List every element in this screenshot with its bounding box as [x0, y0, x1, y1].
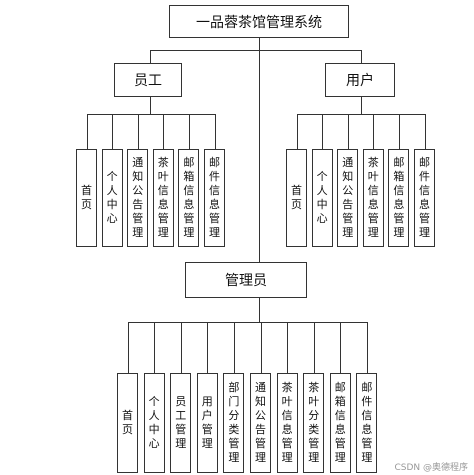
- staff-leaf-label: 茶叶信息管理: [157, 156, 169, 239]
- connector-line: [361, 97, 362, 114]
- admin-leaf-connector: [366, 322, 368, 373]
- user-leaf-label: 茶叶信息管理: [367, 156, 379, 239]
- user-leaf-node: 通知公告管理: [337, 149, 359, 247]
- staff-leaf-node: 首页: [76, 149, 97, 247]
- user-leaf-label: 通知公告管理: [342, 156, 354, 239]
- admin-bus-line: [127, 322, 368, 323]
- connector-line: [259, 298, 260, 322]
- user-node: 用户: [325, 63, 395, 97]
- admin-leaf-node: 茶叶信息管理: [276, 373, 298, 473]
- connector-line: [150, 50, 151, 63]
- admin-leaf-label: 员工管理: [175, 395, 187, 450]
- user-leaf-connector: [398, 114, 400, 149]
- staff-leaf-connector: [188, 114, 190, 149]
- staff-label: 员工: [134, 73, 162, 89]
- staff-leaf-label: 个人中心: [106, 170, 118, 225]
- staff-leaf-node: 邮箱信息管理: [178, 149, 200, 247]
- admin-leaf-label: 用户管理: [201, 395, 213, 450]
- connector-line: [361, 50, 362, 63]
- user-leaf-connector: [424, 114, 426, 149]
- staff-leaf-connector: [214, 114, 216, 149]
- user-leaf-connector: [296, 114, 298, 149]
- user-leaf-label: 邮件信息管理: [419, 156, 430, 239]
- admin-leaf-label: 邮件信息管理: [361, 381, 373, 464]
- user-leaf-node: 邮箱信息管理: [388, 149, 410, 247]
- admin-leaf-label: 部门分类管理: [228, 381, 240, 464]
- admin-leaf-node: 首页: [117, 373, 138, 473]
- connector-line: [259, 38, 260, 262]
- user-leaf-connector: [322, 114, 324, 149]
- user-label: 用户: [346, 73, 374, 89]
- staff-leaf-label: 通知公告管理: [132, 156, 144, 239]
- admin-node: 管理员: [185, 262, 307, 298]
- staff-leaf-connector: [86, 114, 88, 149]
- admin-leaf-node: 邮箱信息管理: [329, 373, 351, 473]
- admin-leaf-node: 通知公告管理: [250, 373, 271, 473]
- staff-leaf-node: 邮件信息管理: [204, 149, 225, 247]
- root-label: 一品蓉茶馆管理系统: [196, 14, 322, 31]
- user-leaf-label: 个人中心: [316, 170, 328, 225]
- user-leaf-connector: [347, 114, 349, 149]
- staff-leaf-connector: [112, 114, 114, 149]
- staff-leaf-node: 茶叶信息管理: [152, 149, 174, 247]
- admin-leaf-connector: [180, 322, 182, 373]
- admin-leaf-node: 茶叶分类管理: [303, 373, 325, 473]
- admin-leaf-node: 部门分类管理: [223, 373, 245, 473]
- admin-leaf-connector: [233, 322, 235, 373]
- admin-leaf-node: 邮件信息管理: [356, 373, 378, 473]
- user-leaf-node: 个人中心: [311, 149, 333, 247]
- watermark: CSDN @奥德程序: [394, 463, 468, 473]
- staff-leaf-label: 邮件信息管理: [209, 156, 220, 239]
- admin-leaf-label: 茶叶分类管理: [308, 381, 320, 464]
- admin-leaf-connector: [127, 322, 129, 373]
- user-bus-line: [296, 114, 426, 115]
- admin-leaf-node: 用户管理: [196, 373, 218, 473]
- user-leaf-label: 邮箱信息管理: [393, 156, 405, 239]
- admin-leaf-connector: [287, 322, 289, 373]
- admin-leaf-node: 个人中心: [143, 373, 165, 473]
- root-node: 一品蓉茶馆管理系统: [169, 5, 349, 38]
- connector-line: [150, 97, 151, 114]
- user-leaf-label: 首页: [291, 184, 302, 211]
- admin-leaf-connector: [340, 322, 342, 373]
- user-leaf-node: 茶叶信息管理: [362, 149, 384, 247]
- admin-leaf-node: 员工管理: [170, 373, 192, 473]
- staff-leaf-label: 邮箱信息管理: [183, 156, 195, 239]
- admin-leaf-label: 邮箱信息管理: [334, 381, 346, 464]
- user-leaf-connector: [373, 114, 375, 149]
- admin-label: 管理员: [225, 273, 267, 289]
- staff-leaf-connector: [137, 114, 139, 149]
- admin-leaf-label: 首页: [122, 409, 133, 436]
- admin-leaf-label: 茶叶信息管理: [281, 381, 293, 464]
- admin-leaf-connector: [154, 322, 156, 373]
- admin-leaf-connector: [313, 322, 315, 373]
- staff-bus-line: [86, 114, 216, 115]
- staff-leaf-node: 个人中心: [101, 149, 123, 247]
- admin-leaf-connector: [260, 322, 262, 373]
- user-leaf-node: 邮件信息管理: [414, 149, 435, 247]
- user-leaf-node: 首页: [286, 149, 307, 247]
- staff-leaf-node: 通知公告管理: [127, 149, 149, 247]
- connector-line: [150, 50, 362, 51]
- staff-leaf-connector: [163, 114, 165, 149]
- admin-leaf-label: 通知公告管理: [255, 381, 266, 464]
- staff-node: 员工: [114, 63, 182, 97]
- admin-leaf-connector: [207, 322, 209, 373]
- staff-leaf-label: 首页: [81, 184, 92, 211]
- admin-leaf-label: 个人中心: [148, 395, 160, 450]
